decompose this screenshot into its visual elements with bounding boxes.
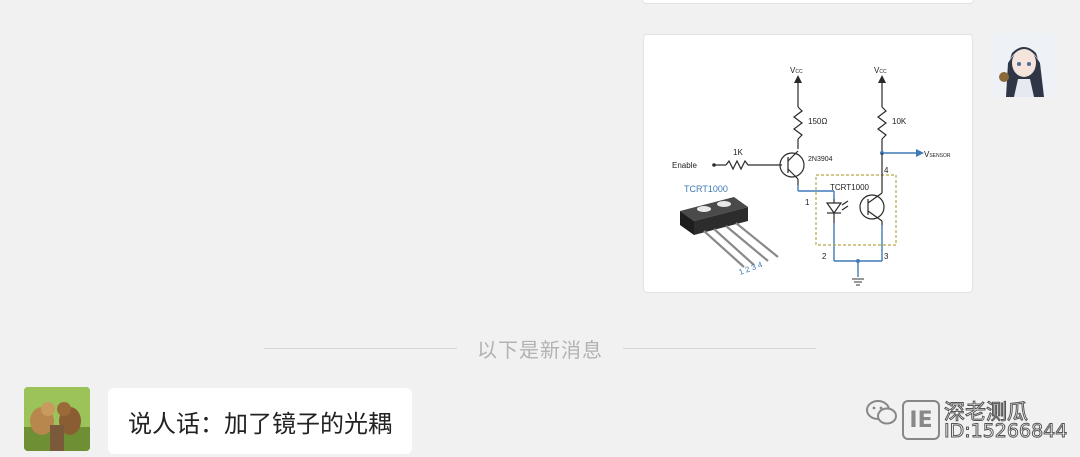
resistor-150-label: 150Ω — [808, 117, 827, 126]
pin-2-label: 2 — [822, 252, 827, 261]
divider-line-left — [264, 347, 457, 349]
transistor-label: 2N3904 — [808, 156, 833, 163]
new-messages-divider: 以下是新消息 — [264, 336, 816, 362]
pin-4-label: 4 — [884, 166, 889, 175]
tcrt-box-label: TCRT1000 — [830, 183, 870, 192]
text-message-bubble[interactable]: 说人话：加了镜子的光耦 — [108, 388, 412, 454]
tcrt1000-package-picture — [680, 197, 779, 268]
anime-avatar-image — [992, 33, 1056, 97]
enable-label: Enable — [672, 161, 697, 170]
account-name: 深老测瓜 — [944, 400, 1029, 425]
pin-3-label: 3 — [884, 252, 889, 261]
account-watermark: IE 深老测瓜 ID:15266844 — [866, 392, 1068, 448]
account-id: ID:15266844 — [943, 420, 1068, 443]
vcc-left-label: VCC — [790, 66, 803, 75]
vsensor-label: VSENSOR — [924, 150, 951, 159]
contact-avatar[interactable] — [24, 387, 90, 451]
tcrt-part-label: TCRT1000 — [684, 184, 728, 194]
previous-message-bubble[interactable] — [642, 0, 974, 4]
sender-avatar[interactable] — [992, 33, 1056, 97]
divider-line-right — [623, 347, 816, 349]
vcc-right-label: VCC — [874, 66, 887, 75]
wechat-icon — [866, 400, 897, 425]
resistor-1k-label: 1K — [733, 148, 743, 157]
pin-1-label: 1 — [805, 198, 810, 207]
account-logo-icon: IE — [902, 400, 940, 440]
new-messages-label: 以下是新消息 — [477, 337, 603, 362]
image-message-bubble[interactable]: VCC VCC 150Ω 10K 1K Enable 2N3904 VSENSO… — [643, 34, 973, 293]
squirrels-avatar-image — [24, 387, 90, 451]
message-text: 说人话：加了镜子的光耦 — [128, 409, 392, 438]
resistor-10k-label: 10K — [892, 117, 907, 126]
circuit-diagram-image: VCC VCC 150Ω 10K 1K Enable 2N3904 VSENSO… — [672, 66, 951, 286]
